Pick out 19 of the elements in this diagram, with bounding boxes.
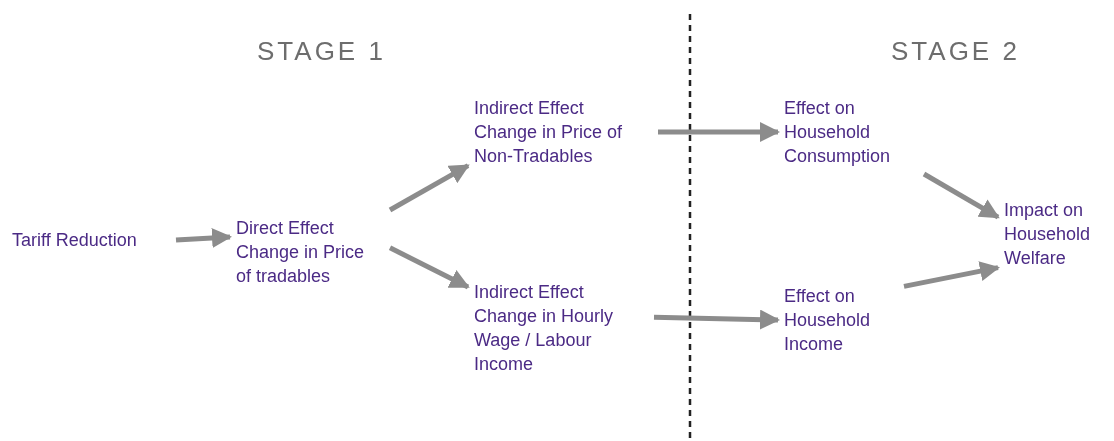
node-text: Effect on Household Consumption (784, 97, 892, 168)
arrow (653, 309, 780, 330)
arrow (388, 245, 470, 290)
node-text: Change in Price of Non-Tradables (474, 121, 624, 168)
node-text: Indirect Effect (474, 281, 585, 304)
node-text: Effect on Household Income (784, 285, 872, 356)
node-text: Direct Effect (236, 217, 335, 240)
node-text: Change in Hourly Wage / Labour Income (474, 305, 615, 376)
arrow (388, 163, 470, 213)
node-text: Indirect Effect (474, 97, 585, 120)
stage-heading: STAGE 1 (257, 36, 386, 67)
stage-heading: STAGE 2 (891, 36, 1020, 67)
arrow (175, 227, 232, 248)
node-text: Change in Price of tradables (236, 241, 366, 288)
node-text: Tariff Reduction (12, 229, 138, 252)
arrow (922, 171, 1000, 220)
node-text: Impact on Household Welfare (1004, 199, 1092, 270)
arrow (903, 261, 1000, 289)
arrow (658, 122, 780, 142)
